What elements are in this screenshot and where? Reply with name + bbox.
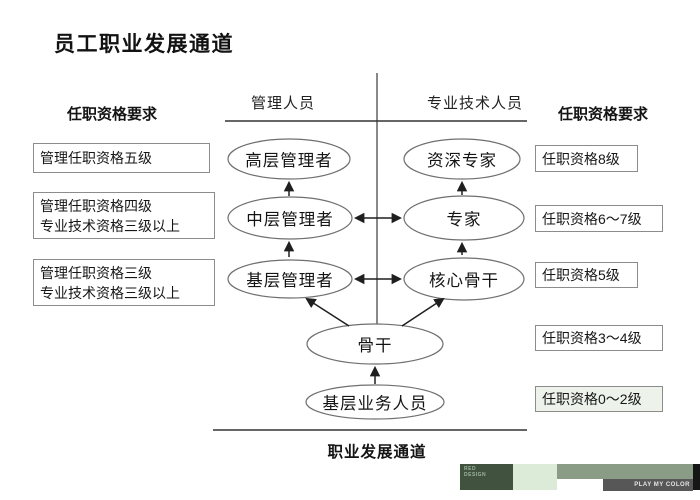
node-ellipse-base-staff (305, 384, 445, 420)
node-ellipse-backbone (306, 323, 444, 365)
node-label-core-backbone: 核心骨干 (429, 272, 499, 290)
footer-tagline-block: PLAY MY COLOR (603, 479, 693, 491)
page-title: 员工职业发展通道 (54, 33, 234, 56)
diagram-caption: 职业发展通道 (327, 444, 427, 461)
column-header-professional: 专业技术人员 (426, 95, 524, 112)
node-ellipse-top-manager (227, 138, 351, 180)
footer-accent-light-green (513, 464, 557, 490)
arrow-backbone-to-base-manager (305, 297, 350, 327)
right-qualification-box-6-7: 任职资格6～7级 (535, 205, 663, 232)
left-qualification-box-level4: 管理任职资格四级 专业技术资格三级以上 (33, 192, 215, 239)
node-ellipse-expert (403, 195, 525, 241)
node-label-middle-manager: 中层管理者 (246, 211, 334, 229)
footer-brand-line1: RED (464, 466, 477, 472)
right-qualification-box-5: 任职资格5级 (535, 262, 638, 288)
right-qualification-box-3-4: 任职资格3～4级 (535, 325, 663, 351)
footer-accent-black (693, 464, 700, 490)
right-qualification-box-8: 任职资格8级 (535, 145, 638, 172)
box-line: 任职资格3～4级 (542, 330, 642, 346)
node-label-senior-expert: 资深专家 (427, 152, 497, 170)
box-line: 任职资格5级 (542, 267, 620, 283)
left-qualification-header: 任职资格要求 (66, 106, 158, 123)
box-line: 管理任职资格五级 (40, 150, 152, 166)
node-ellipse-base-manager (227, 259, 353, 299)
box-line: 专业技术资格三级以上 (40, 284, 180, 301)
box-line: 管理任职资格三级 (40, 264, 152, 281)
right-qualification-box-0-2: 任职资格0～2级 (535, 386, 663, 412)
node-label-expert: 专家 (446, 211, 482, 229)
column-header-management: 管理人员 (250, 95, 316, 112)
right-qualification-header: 任职资格要求 (557, 106, 649, 123)
footer-brand-block: RED DESIGN (460, 464, 513, 490)
node-ellipse-middle-manager (227, 196, 353, 240)
footer-tagline: PLAY MY COLOR (634, 482, 690, 488)
box-line: 任职资格0～2级 (542, 391, 642, 407)
node-label-top-manager: 高层管理者 (245, 152, 333, 170)
node-ellipse-core-backbone (403, 257, 525, 301)
box-line: 管理任职资格四级 (40, 197, 152, 214)
node-label-base-staff: 基层业务人员 (322, 395, 428, 413)
footer-accent-sage-green (557, 464, 693, 479)
left-qualification-box-level5: 管理任职资格五级 (33, 143, 210, 173)
box-line: 专业技术资格三级以上 (40, 217, 180, 234)
node-ellipse-senior-expert (403, 138, 521, 180)
node-label-backbone: 骨干 (357, 337, 393, 355)
box-line: 任职资格6～7级 (542, 210, 642, 227)
left-qualification-box-level3: 管理任职资格三级 专业技术资格三级以上 (33, 259, 215, 306)
footer-brand-line2: DESIGN (464, 472, 487, 478)
arrow-backbone-to-core-backbone (401, 297, 445, 327)
node-label-base-manager: 基层管理者 (246, 272, 334, 290)
box-line: 任职资格8级 (542, 150, 620, 167)
